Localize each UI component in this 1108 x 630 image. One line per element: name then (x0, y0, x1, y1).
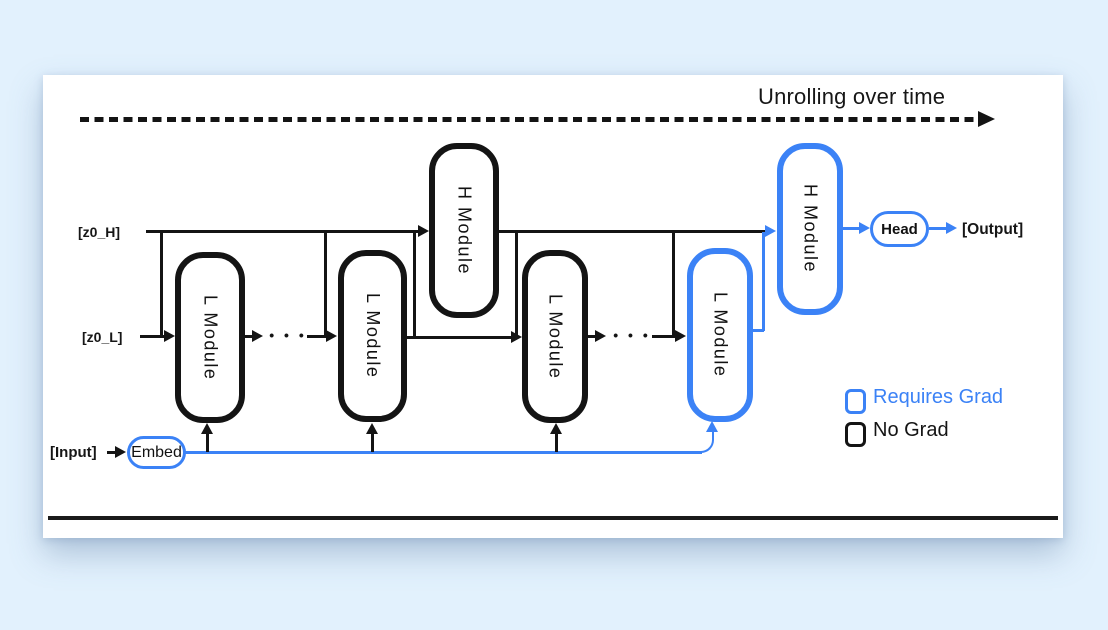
arrow-into-h1-icon (418, 225, 429, 237)
l3-out-line (588, 335, 597, 338)
l2-up-to-h1 (413, 230, 416, 338)
embed-tap-l2 (371, 434, 374, 452)
ellipsis-dots: • • • (269, 327, 307, 343)
into-l2-line (307, 335, 329, 338)
l-module-2-label: L Module (363, 293, 383, 379)
embed-node: Embed (127, 436, 186, 469)
into-l4-line (652, 335, 677, 338)
h-module-1-label: H Module (454, 185, 475, 276)
arrow-into-embed-icon (115, 446, 126, 458)
arrow-into-l1-icon (164, 330, 175, 342)
h1-drop-to-l4 (672, 230, 675, 337)
l3-out-arrow-icon (595, 330, 606, 342)
legend-no-grad-swatch (845, 422, 866, 447)
label-input: [Input] (50, 444, 97, 461)
l2-to-l3-line (403, 336, 514, 339)
z0h-line (146, 230, 419, 233)
l-module-4-label: L Module (710, 292, 731, 378)
embed-label: Embed (131, 443, 182, 461)
z0l-line (140, 335, 166, 338)
embed-broadcast-line (185, 451, 702, 454)
diagram-title: Unrolling over time (758, 84, 946, 109)
l-module-3-label: L Module (545, 293, 566, 380)
arrow-into-h2-icon (765, 225, 776, 237)
arrow-into-l2-bottom-icon (365, 423, 378, 434)
embed-tap-l3 (555, 434, 558, 452)
head-node: Head (870, 211, 929, 247)
label-z0-h: [z0_H] (78, 224, 121, 240)
l-module-3-box: L Module (522, 250, 588, 423)
h-module-2-label: H Module (800, 184, 821, 274)
timeline-dashed-line (80, 117, 978, 122)
timeline-arrowhead-icon (978, 111, 995, 127)
l-module-1-label: L Module (200, 294, 221, 381)
head-to-output-line (929, 227, 948, 230)
z0h-drop-to-l2 (324, 230, 327, 337)
legend-requires-grad-swatch (845, 389, 866, 414)
arrow-into-l1-bottom-icon (200, 423, 213, 434)
h2-to-head-line (843, 227, 861, 230)
l4-up-to-h2 (762, 232, 765, 331)
l-module-1-box: L Module (175, 252, 245, 423)
l-module-2-box: L Module (338, 250, 407, 422)
h-module-1-box: H Module (429, 143, 499, 318)
arrow-into-l4-icon (675, 330, 686, 342)
l1-out-arrow-icon (252, 330, 263, 342)
label-output: [Output] (962, 221, 1024, 238)
bottom-divider-line (48, 516, 1058, 520)
arrow-into-output-icon (946, 222, 957, 234)
head-label: Head (881, 220, 918, 238)
arrow-into-l4-bottom-icon (706, 421, 718, 432)
legend-requires-grad-label: Requires Grad (873, 386, 1004, 408)
legend-no-grad-label: No Grad (873, 419, 949, 441)
arrow-into-l2-icon (326, 330, 337, 342)
h1-out-line (499, 230, 765, 233)
ellipsis-dots: • • • (613, 327, 651, 343)
h1-drop-to-l3 (515, 230, 518, 338)
l1-out-line (245, 335, 254, 338)
arrow-into-l3-bottom-icon (549, 423, 562, 434)
input-to-embed-line (107, 451, 117, 454)
arrow-into-head-icon (859, 222, 870, 234)
l4-out-line (753, 329, 764, 332)
z0h-drop-to-l1 (160, 230, 163, 337)
h-module-2-box: H Module (777, 143, 843, 315)
label-z0-l: [z0_L] (82, 329, 123, 345)
l-module-4-box: L Module (687, 248, 753, 422)
embed-tap-l1 (206, 434, 209, 452)
